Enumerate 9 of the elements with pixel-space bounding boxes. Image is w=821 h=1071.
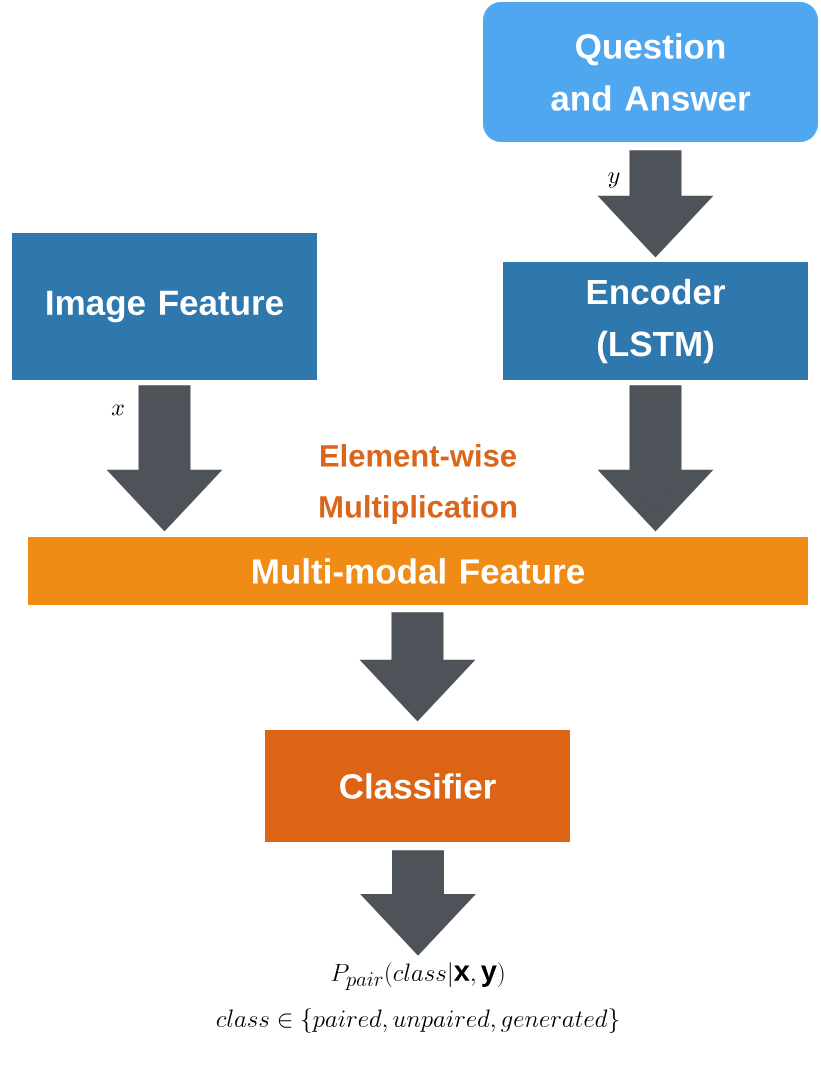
- process-box: Image Feature: [12, 233, 317, 380]
- output-formula: $P_{pair}(class|\mathbf{x},\mathbf{y})$ $class \in \{paired, unpaired, generated\}$: [216, 962, 619, 1034]
- process-box: Classifier: [265, 730, 570, 842]
- edge-label: $x$: [111, 404, 124, 416]
- annotation-label: Element-wise Multiplication: [320, 444, 516, 524]
- process-box: Question and Answer: [483, 2, 818, 142]
- process-box: Encoder (LSTM): [503, 262, 808, 380]
- edge-label: $y$: [608, 172, 620, 188]
- feature-bar: Multi-modal Feature: [28, 537, 808, 605]
